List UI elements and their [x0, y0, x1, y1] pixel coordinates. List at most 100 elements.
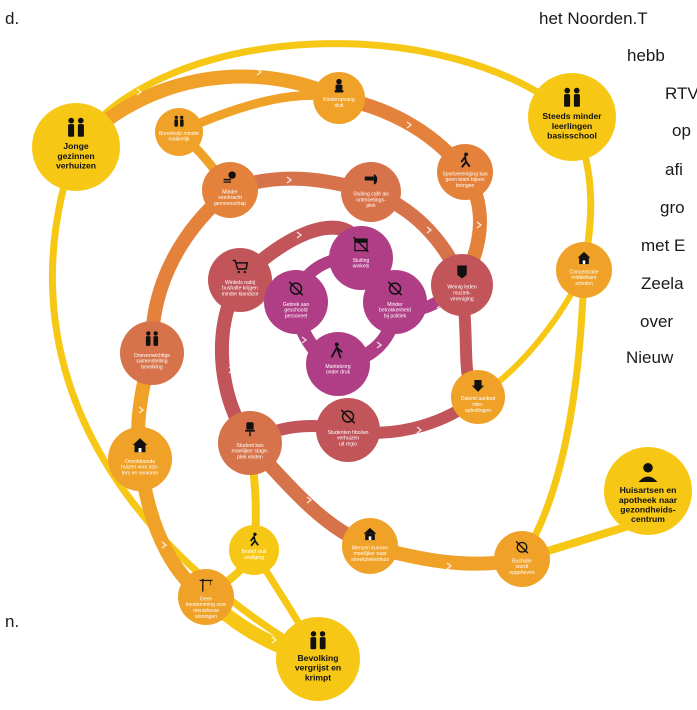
node-sluiting-winkels-label-1: Sluiting — [353, 258, 370, 264]
node-studenten-label-1: Studenten hbo/wo — [327, 430, 368, 436]
node-winkels-bushalte-circle — [208, 248, 272, 312]
node-mantelzorg-label-2: onder druk — [326, 370, 351, 376]
flow-chevron-5 — [286, 176, 293, 184]
office-chair-icon — [245, 422, 255, 437]
family-house-icon — [68, 117, 84, 137]
flow-chevron-16 — [301, 336, 308, 344]
node-bushalte-label-3: opgeheven — [509, 570, 534, 576]
node-bedrijf-circle — [229, 525, 279, 575]
node-bedrijf-label-1: Bedrijf sluit — [242, 549, 267, 555]
node-mantelzorg-circle — [306, 332, 370, 396]
node-dalend-aanbod-label-3: opleidingen — [465, 408, 491, 414]
runner-icon — [460, 152, 471, 168]
caregiver-icon — [331, 342, 343, 359]
node-student-stage-label-3: plek vinden — [237, 454, 263, 460]
node-gemeenschap-label-1: Minder — [222, 189, 238, 195]
side-text-left-2: n. — [5, 612, 20, 631]
node-politiek-label-2: betrokkenheid — [379, 308, 411, 314]
node-streekziekenhuis-label-1: Mensen kunnen — [352, 545, 388, 551]
node-samenstelling-label-2: samenstelling — [136, 359, 167, 365]
flow-chevron-11 — [296, 231, 303, 239]
side-text-right-7: met E — [641, 236, 686, 255]
node-winkels-bushalte-label-3: minder klandizie — [222, 291, 259, 297]
node-nieuwbouw-label-3: nieuwbouw — [193, 608, 219, 614]
neighbours-icon — [174, 115, 184, 127]
node-vergrijst-circle — [276, 617, 360, 701]
node-sportvereniging-label-2: geen team bijeen — [445, 177, 484, 183]
flow-chevron-4 — [476, 221, 483, 229]
node-minder-leerlingen-circle — [528, 73, 616, 161]
node-politiek-label-3: bij politiek — [384, 313, 407, 319]
down-arrow-icon — [471, 380, 485, 392]
node-streekziekenhuis-circle — [342, 518, 398, 574]
baby-icon — [334, 78, 344, 93]
node-sluiting-winkels-circle — [329, 226, 393, 290]
side-text-right-1: het Noorden.T — [539, 9, 648, 28]
no-politics-icon — [387, 281, 403, 296]
node-dalend-aanbod-label-1: Dalend aanbod — [461, 396, 496, 402]
no-staff-icon — [288, 281, 304, 296]
node-studenten-label-3: uit regio — [339, 441, 357, 447]
cart-icon — [232, 259, 249, 274]
shop-icon — [353, 236, 369, 253]
node-studenten-circle — [316, 398, 380, 462]
flow-chevron-8 — [138, 406, 145, 414]
node-studenten-label-2: verhuizen — [337, 436, 359, 442]
node-politiek-label-1: Minder — [387, 302, 403, 308]
node-huisartsen-label-2: apotheek naar — [619, 495, 678, 505]
node-gemeenschap-label-2: veerkracht — [218, 195, 242, 201]
side-text-left-1: d. — [5, 9, 20, 28]
flow-chevron-6 — [426, 226, 433, 234]
node-winkels-bushalte-label-2: bushalte krijgen — [222, 286, 258, 292]
side-text-right-10: Nieuw — [626, 348, 674, 367]
node-kinderopvang-label-1: Kinderopvang — [323, 97, 355, 103]
node-leden-muziek-label-1: Weinig leden — [447, 285, 477, 291]
node-streekziekenhuis-label-3: streekziekenhuis — [351, 557, 389, 563]
node-huisartsen-label-1: Huisartsen en — [620, 485, 677, 495]
outer-ring-top — [73, 40, 575, 149]
node-woningen-label-1: Onvoldoende — [125, 459, 155, 465]
node-student-stage-label-1: Student kan — [236, 443, 263, 449]
side-text-right-6: gro — [660, 198, 685, 217]
node-gemeenschap-label-3: gemeenschap — [214, 201, 246, 207]
node-mantelzorg-label-1: Mantelzorg — [325, 364, 350, 370]
side-text-right-9: over — [640, 312, 674, 331]
node-student-stage-circle — [218, 411, 282, 475]
node-winkels-bushalte-label-1: Winkels nabij — [225, 280, 255, 286]
node-leden-muziek-circle — [431, 254, 493, 316]
node-streekziekenhuis-label-2: moeilijker naar — [353, 551, 386, 557]
flow-chevron-1 — [136, 88, 143, 96]
node-gebrek-personeel-label-2: geschoold — [284, 308, 307, 314]
flow-chevron-13 — [306, 496, 313, 504]
side-text-right-3: RTV — [665, 84, 697, 103]
school-building-icon — [577, 251, 591, 265]
node-sportvereniging-circle — [437, 144, 493, 200]
link-concentratie-bushalte — [519, 269, 588, 561]
node-leden-muziek-label-3: vereniging — [450, 296, 474, 302]
node-bushalte-label-2: wordt — [516, 564, 529, 570]
node-gebrek-personeel-circle — [264, 270, 328, 334]
node-leden-muziek-label-2: muziek- — [453, 291, 471, 297]
elderly-icon — [145, 331, 159, 346]
node-gemeenschap-circle — [202, 162, 258, 218]
old-couple-icon — [310, 631, 326, 650]
node-burenhulp-label-1: Burenhulp minder — [159, 131, 200, 137]
node-student-stage-label-2: moeilijker stage- — [231, 449, 268, 455]
node-jonge-gezinnen-label-2: gezinnen — [57, 151, 94, 161]
node-kinderopvang-label-2: sluit — [334, 103, 344, 109]
